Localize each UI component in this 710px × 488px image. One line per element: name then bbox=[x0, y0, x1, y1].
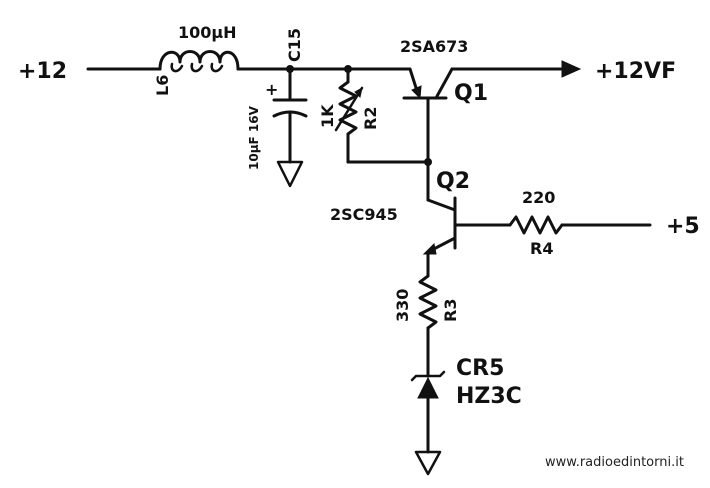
transistor-q2-ref: Q2 bbox=[436, 169, 470, 194]
resistor-r2 bbox=[334, 67, 430, 164]
resistor-r3-ref: R3 bbox=[441, 299, 460, 322]
capacitor-c15 bbox=[272, 67, 308, 164]
resistor-r2-value: 1K bbox=[318, 104, 337, 128]
inductor-value: 100µH bbox=[178, 23, 237, 42]
inductor-l6 bbox=[158, 50, 240, 73]
inductor-ref: L6 bbox=[153, 75, 172, 96]
net-label-input: +12 bbox=[18, 59, 67, 84]
zener-part: HZ3C bbox=[456, 384, 522, 409]
transistor-q1-part: 2SA673 bbox=[400, 37, 468, 56]
ground-icon bbox=[276, 160, 304, 188]
net-label-reference: +5 bbox=[666, 214, 700, 239]
zener-cr5 bbox=[410, 370, 446, 454]
output-arrow-icon bbox=[561, 60, 582, 78]
resistor-r4 bbox=[508, 215, 652, 235]
net-label-output: +12VF bbox=[595, 59, 676, 84]
ground-icon bbox=[414, 450, 442, 476]
transistor-q1-ref: Q1 bbox=[454, 81, 488, 106]
capacitor-value: 10µF 16V bbox=[247, 105, 261, 170]
capacitor-polarity: + bbox=[265, 80, 278, 99]
resistor-r3 bbox=[418, 274, 438, 378]
watermark: www.radioedintorni.it bbox=[545, 455, 684, 470]
transistor-q2 bbox=[422, 196, 512, 278]
transistor-q2-part: 2SC945 bbox=[330, 205, 398, 224]
resistor-r4-value: 220 bbox=[522, 188, 555, 207]
capacitor-ref: C15 bbox=[285, 28, 304, 62]
transistor-q1 bbox=[402, 67, 454, 202]
resistor-r4-ref: R4 bbox=[530, 239, 553, 258]
junction-q1-base bbox=[424, 158, 432, 166]
resistor-r3-value: 330 bbox=[393, 289, 412, 322]
zener-ref: CR5 bbox=[456, 356, 504, 381]
resistor-r2-ref: R2 bbox=[361, 107, 380, 130]
